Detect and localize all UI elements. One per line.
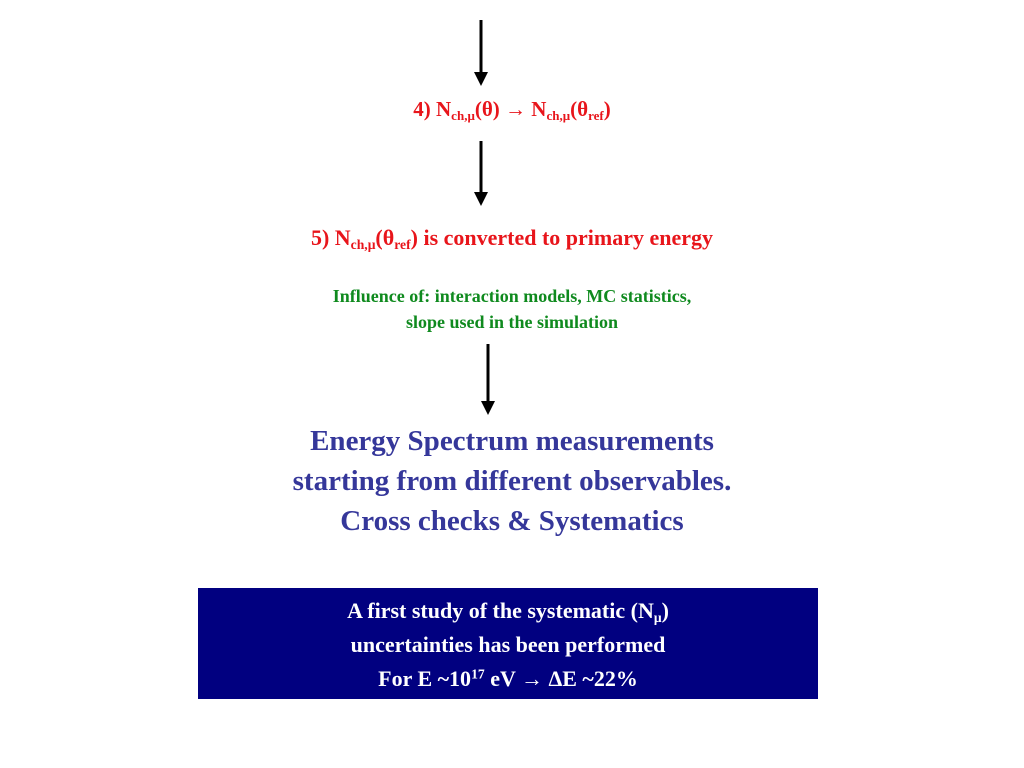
step-5-middle: (θ (375, 225, 395, 250)
step-4-subscript-1: ch,μ (451, 107, 475, 123)
box-line-1-subscript: μ (653, 610, 662, 626)
step-5-subscript-2: ref (394, 237, 411, 253)
flow-arrow-down-1 (471, 20, 491, 87)
box-line-2: uncertainties has been performed (350, 632, 666, 657)
step-4-middle-1: (θ) → N (474, 97, 547, 121)
systematic-uncertainty-box: A first study of the systematic (Nμ) unc… (198, 588, 818, 699)
step-4-subscript-3: ref (588, 107, 604, 123)
box-line-3: For E ~1017 eV → ΔE ~22% (198, 666, 818, 692)
energy-spectrum-line-2: starting from different observables. (292, 465, 732, 497)
box-line-1-end: ) (661, 598, 669, 623)
step-5-prefix: 5) N (310, 225, 351, 250)
step-5-suffix: ) is converted to primary energy (410, 225, 714, 250)
box-line-3-superscript: 17 (471, 666, 485, 682)
step-5-text: 5) Nch,μ(θref) is converted to primary e… (0, 225, 1024, 251)
step-4-subscript-2: ch,μ (546, 107, 571, 123)
energy-spectrum-line-3: Cross checks & Systematics (340, 505, 684, 537)
flow-arrow-down-3 (478, 344, 498, 416)
influence-line-1: Influence of: interaction models, MC sta… (332, 286, 692, 306)
box-line-3-end: eV → ΔE ~22% (484, 666, 638, 691)
box-line-1: A first study of the systematic (Nμ) (198, 598, 818, 624)
energy-spectrum-line-1: Energy Spectrum measurements (310, 425, 714, 457)
step-4-middle-2: (θ (570, 97, 589, 121)
box-line-1-text: A first study of the systematic (N (347, 598, 654, 623)
step-5-subscript-1: ch,μ (350, 237, 376, 253)
flow-arrow-down-2 (471, 141, 491, 207)
box-line-3-text: For E ~10 (378, 666, 472, 691)
step-4-suffix: ) (603, 97, 611, 121)
step-4-text: 4) Nch,μ(θ) → Nch,μ(θref) (0, 97, 1024, 122)
energy-spectrum-heading: Energy Spectrum measurements starting fr… (0, 421, 1024, 541)
step-4-prefix: 4) N (413, 97, 452, 121)
influence-line-2: slope used in the simulation (405, 312, 619, 332)
